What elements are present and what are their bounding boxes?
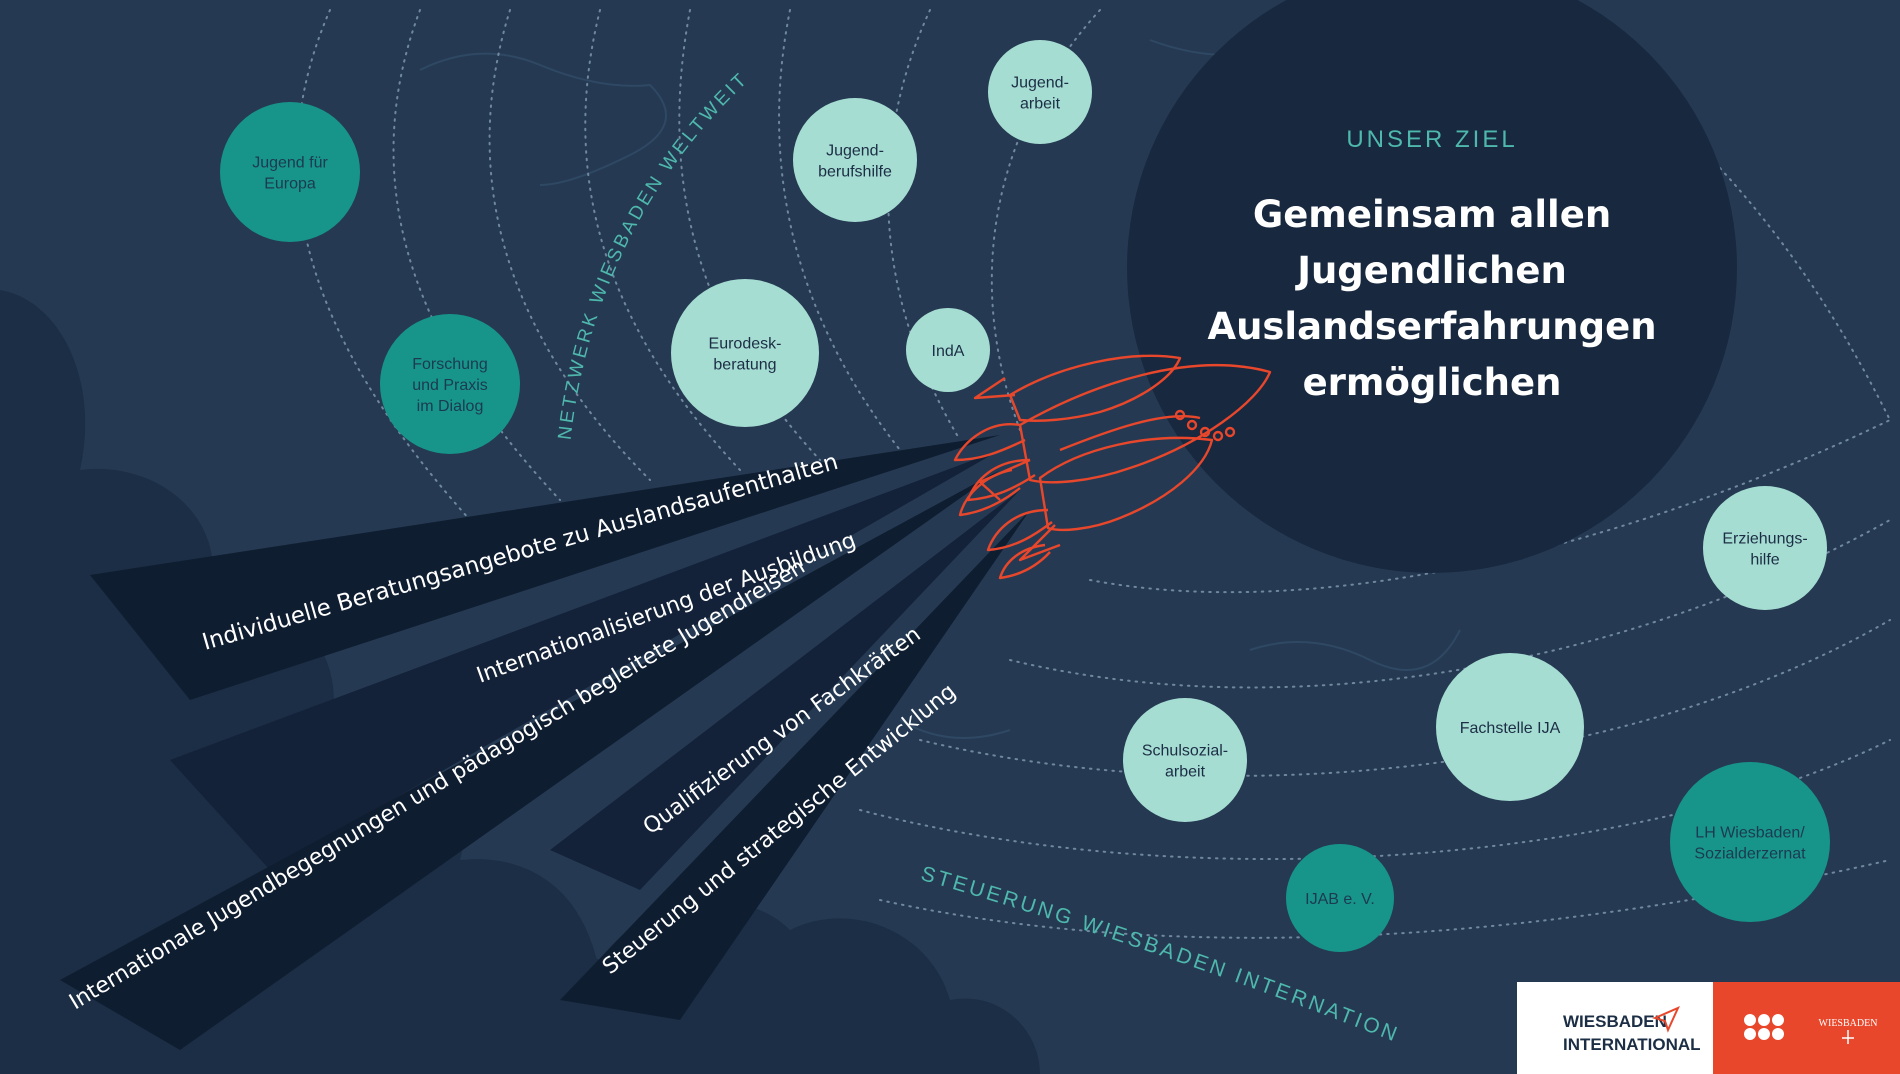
- node-label: beratung: [713, 357, 776, 374]
- rocket-icon: [953, 354, 1272, 580]
- node-circle: [220, 102, 360, 242]
- node-erziehungshilfe: Erziehungs-hilfe: [1703, 486, 1827, 610]
- node-schulsozialarbeit: Schulsozial-arbeit: [1123, 698, 1247, 822]
- ray-beams: [60, 435, 1030, 1050]
- node-label: Jugend für: [252, 155, 328, 172]
- wiesbaden-international-logo: WIESBADEN INTERNATIONAL WIESBADEN: [1517, 982, 1900, 1074]
- node-inda: IndA: [906, 308, 990, 392]
- node-label: LH Wiesbaden/: [1695, 825, 1805, 842]
- node-label: Europa: [264, 176, 316, 193]
- ray-beam-4: [550, 490, 1020, 890]
- ray-beam-1: [90, 435, 1000, 700]
- city-crest-icon: [1842, 1030, 1854, 1044]
- node-label: berufshilfe: [818, 164, 892, 181]
- node-label: arbeit: [1020, 96, 1061, 113]
- goal-kicker: UNSER ZIEL: [1346, 126, 1517, 153]
- ray-beam-3: [60, 470, 1000, 1050]
- node-label: im Dialog: [417, 398, 484, 415]
- ray-beam-2: [170, 450, 1000, 870]
- clouds: [0, 290, 1040, 1074]
- node-circle: [1703, 486, 1827, 610]
- node-label: Jugend-: [826, 143, 884, 160]
- ray-beam-5: [560, 510, 1030, 1020]
- paper-plane-icon: [1652, 1006, 1680, 1033]
- logo-red-panel: [1713, 982, 1900, 1074]
- node-circle: [1436, 653, 1584, 801]
- node-ijab: IJAB e. V.: [1286, 844, 1394, 952]
- node-circle: [906, 308, 990, 392]
- node-label: IJAB e. V.: [1305, 891, 1375, 908]
- goal-circle: UNSER ZIEL Gemeinsam allen Jugendlichen …: [1127, 0, 1737, 573]
- logo-line-2: INTERNATIONAL: [1563, 1035, 1701, 1054]
- node-jugendarbeit: Jugend-arbeit: [988, 40, 1092, 144]
- node-circle: [671, 279, 819, 427]
- logo-line-1: WIESBADEN: [1563, 1012, 1667, 1031]
- node-label: Erziehungs-: [1722, 531, 1807, 548]
- node-circle: [793, 98, 917, 222]
- node-label: Fachstelle IJA: [1460, 720, 1561, 737]
- node-circle: [380, 314, 520, 454]
- goal-line-1: Gemeinsam allen: [1253, 193, 1611, 236]
- node-label: Jugend-: [1011, 75, 1069, 92]
- node-lh-wiesbaden: LH Wiesbaden/Sozialderzernat: [1670, 762, 1830, 922]
- goal-line-2: Jugendlichen: [1294, 249, 1567, 292]
- node-circle: [1670, 762, 1830, 922]
- node-forschung-praxis: Forschung und Praxis im Dialog: [380, 314, 520, 454]
- node-label: und Praxis: [412, 377, 488, 394]
- node-label: hilfe: [1750, 552, 1779, 569]
- node-label: Schulsozial-: [1142, 743, 1228, 760]
- node-label: Eurodesk-: [709, 336, 782, 353]
- goal-line-4: ermöglichen: [1303, 361, 1562, 404]
- logo-white-panel: [1517, 982, 1713, 1074]
- goal-line-3: Auslandserfahrungen: [1207, 305, 1656, 348]
- node-eurodeskberatung: Eurodesk-beratung: [671, 279, 819, 427]
- node-label: Sozialderzernat: [1694, 846, 1806, 863]
- node-fachstelle-ija: Fachstelle IJA: [1436, 653, 1584, 801]
- node-circle: [1123, 698, 1247, 822]
- node-label: Forschung: [412, 356, 488, 373]
- node-circle: [988, 40, 1092, 144]
- goal-circle-shape: [1127, 0, 1737, 573]
- hexagon-cluster-icon: [1744, 1014, 1784, 1040]
- node-jugendberufshilfe: Jugend-berufshilfe: [793, 98, 917, 222]
- node-label: IndA: [932, 343, 965, 360]
- node-circle: [1286, 844, 1394, 952]
- city-brand-text: WIESBADEN: [1819, 1018, 1878, 1029]
- node-label: arbeit: [1165, 764, 1206, 781]
